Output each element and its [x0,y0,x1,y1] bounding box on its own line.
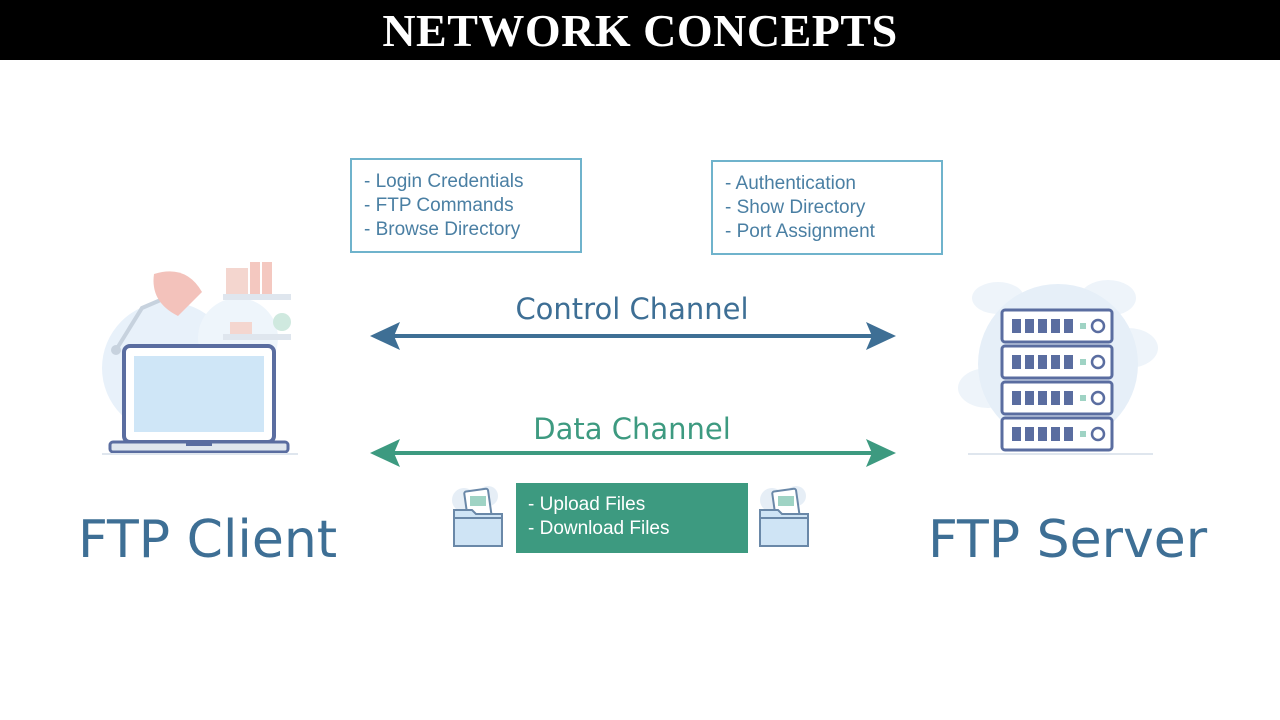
laptop-desk-icon [102,262,298,455]
client-item: - Browse Directory [364,219,521,240]
server-rack-icon [958,280,1158,455]
folder-icon [759,486,809,547]
client-info-box: - Login Credentials - FTP Commands - Bro… [350,158,582,253]
server-item: - Authentication [725,173,856,194]
data-channel-label: Data Channel [533,412,731,446]
ftp-server-label: FTP Server [928,510,1208,570]
control-channel-arrow [370,322,896,350]
data-channel-arrow [370,439,896,467]
client-item: - FTP Commands [364,195,514,216]
page-title: NETWORK CONCEPTS [382,4,898,56]
server-item: - Port Assignment [725,221,875,242]
server-info-box: - Authentication - Show Directory - Port… [711,160,943,255]
files-box: - Upload Files - Download Files [516,483,748,553]
files-item: - Download Files [528,518,670,539]
title-bar: NETWORK CONCEPTS [0,0,1280,60]
client-item: - Login Credentials [364,171,524,192]
folder-icon [452,486,503,547]
files-item: - Upload Files [528,494,646,515]
ftp-client-label: FTP Client [78,510,338,570]
server-item: - Show Directory [725,197,866,218]
control-channel-label: Control Channel [515,292,749,326]
